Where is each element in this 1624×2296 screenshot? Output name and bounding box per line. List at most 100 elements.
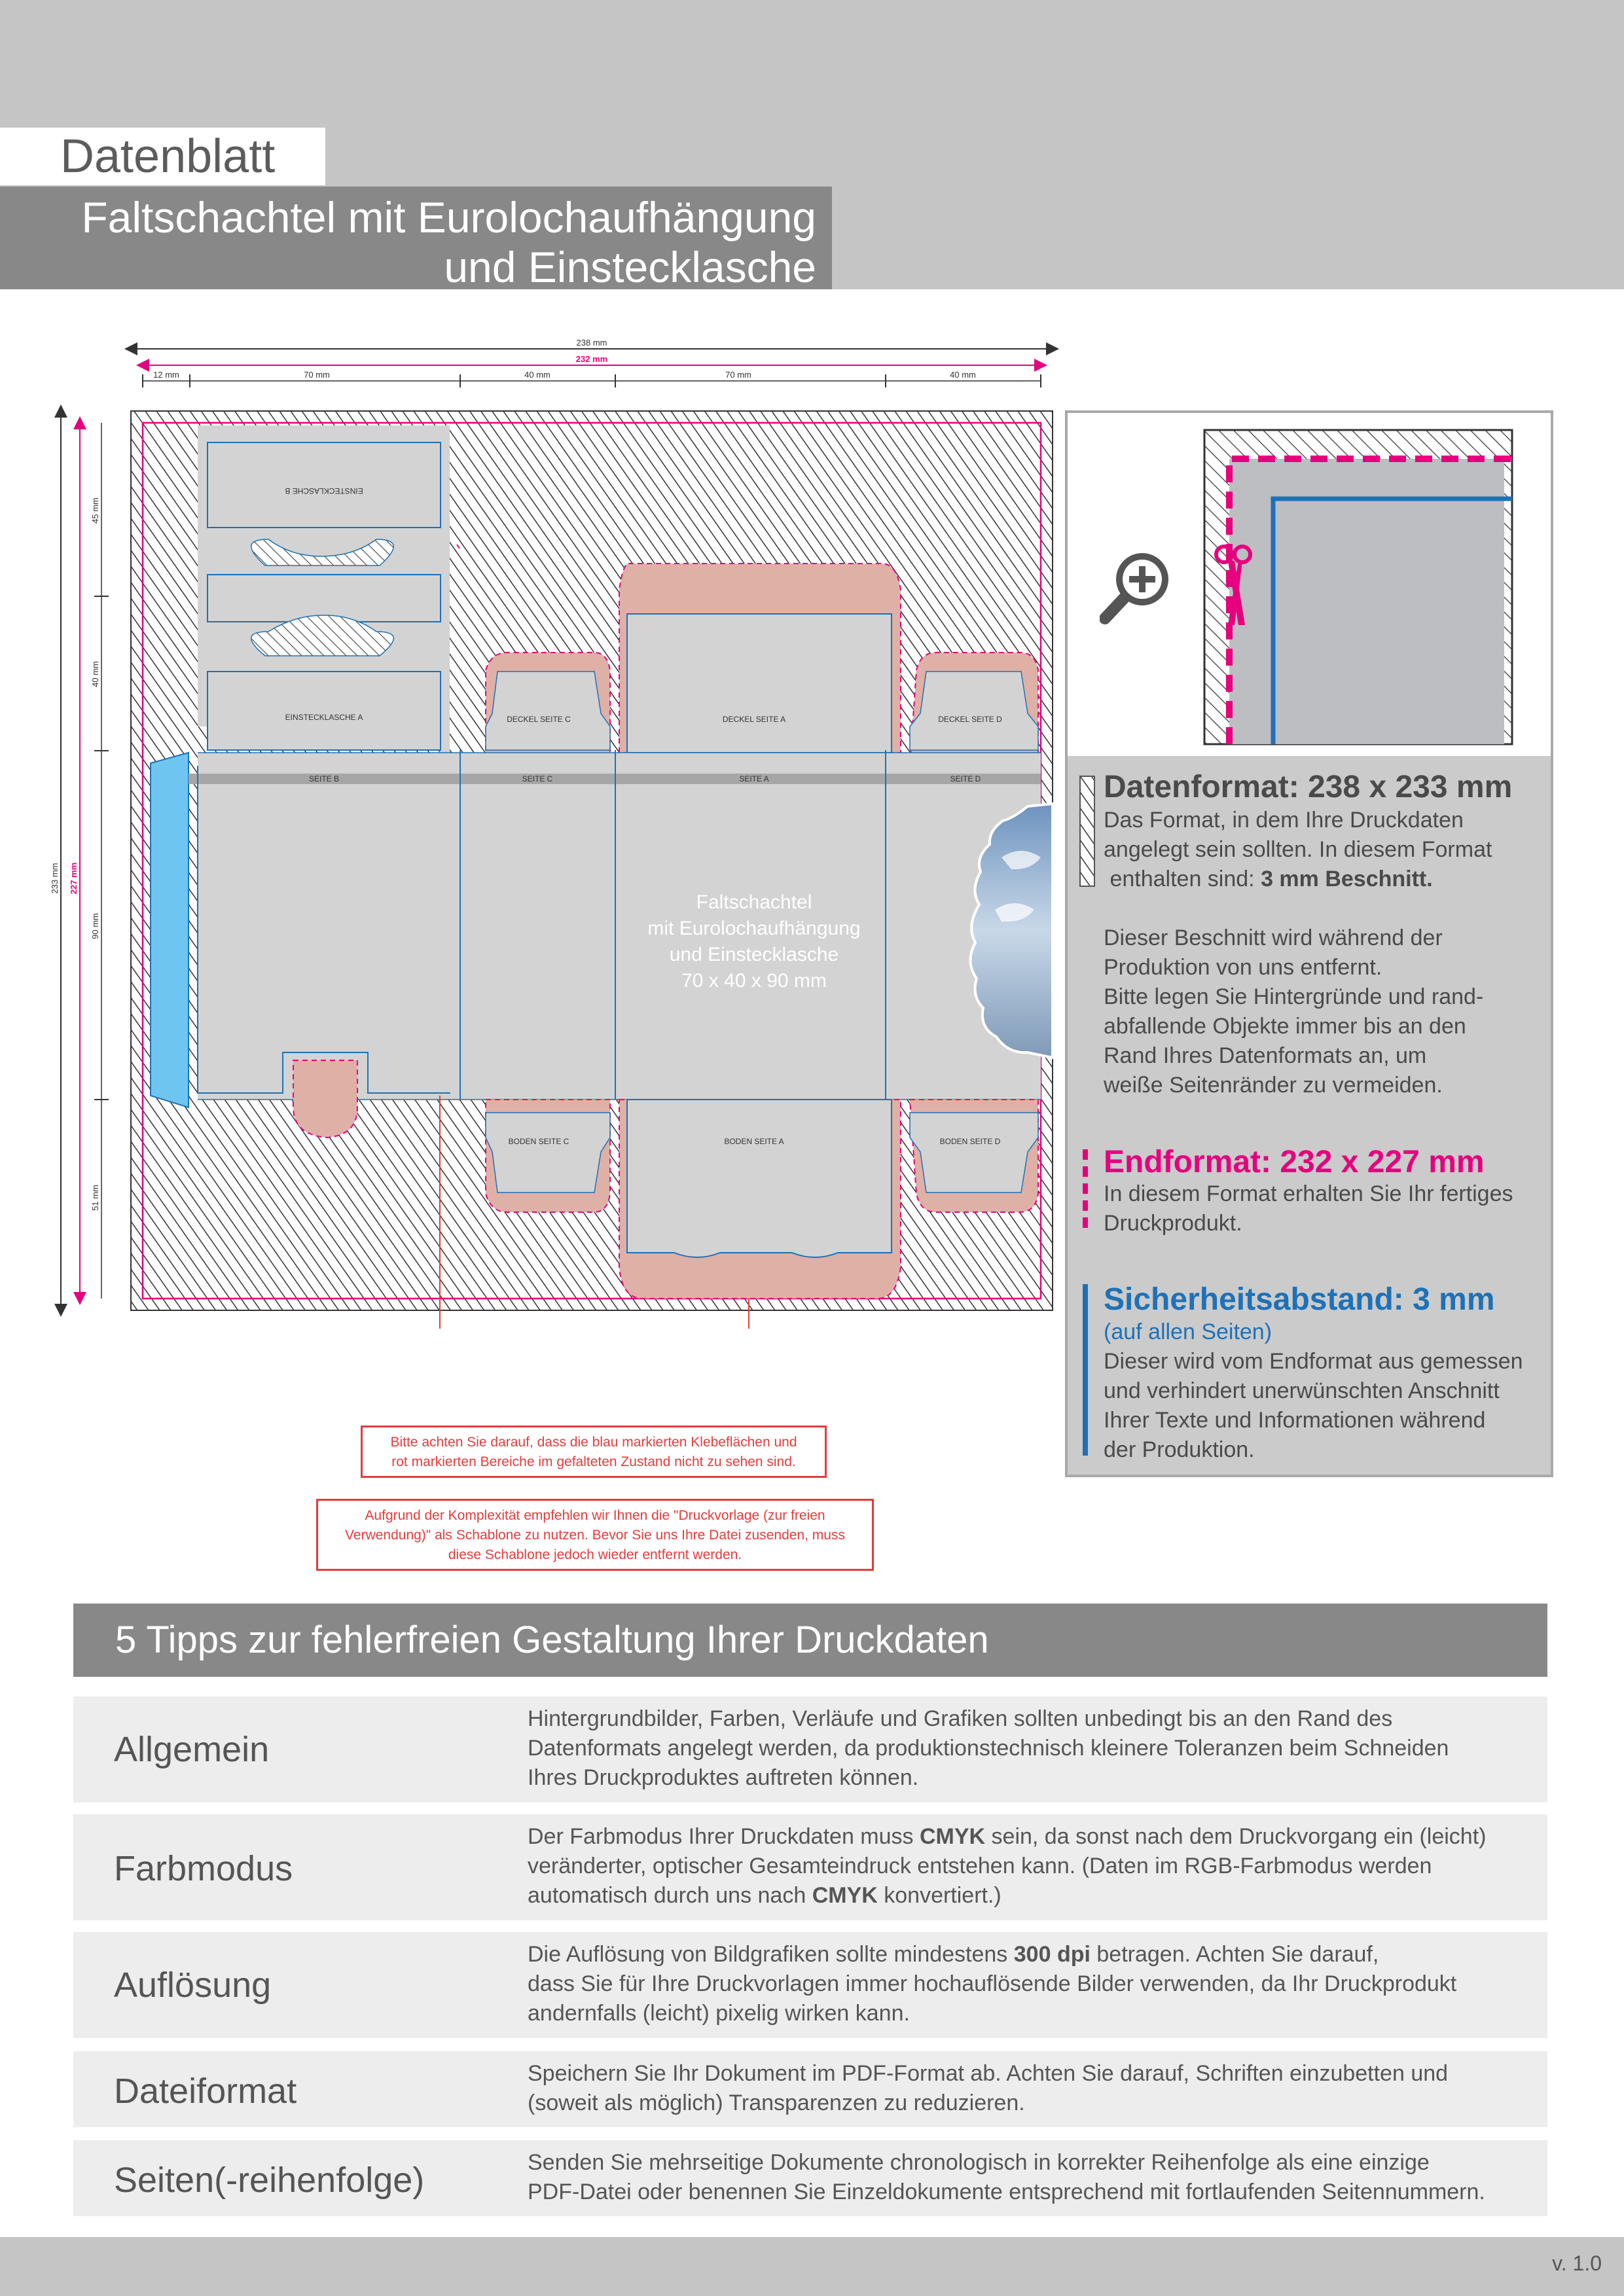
tip-allgemein-label: Allgemein bbox=[114, 1730, 270, 1769]
tip-farbmodus-line-3a: automatisch durch uns nach bbox=[528, 1883, 812, 1908]
panel-deckel-a: DECKEL SEITE A bbox=[723, 715, 785, 724]
tip-allgemein-line-1: Hintergrundbilder, Farben, Verläufe und … bbox=[528, 1706, 1393, 1731]
tip-dateiformat-label: Dateiformat bbox=[114, 2072, 297, 2111]
dim-12-label: 12 mm bbox=[153, 370, 179, 380]
tip-seiten-line-1: Senden Sie mehrseitige Dokumente chronol… bbox=[528, 2150, 1430, 2175]
tip-farbmodus-line-1c: sein, da sonst nach dem Druckvorgang ein… bbox=[985, 1824, 1487, 1849]
endformat-marker bbox=[1083, 1149, 1088, 1230]
dim-70a-label: 70 mm bbox=[304, 370, 330, 380]
dim-70b-label: 70 mm bbox=[725, 370, 751, 380]
tip-aufloesung-line-1a: Die Auflösung von Bildgrafiken sollte mi… bbox=[528, 1942, 1014, 1967]
panel-boden-d: BODEN SEITE D bbox=[940, 1137, 1001, 1146]
glue-flap bbox=[150, 751, 189, 1109]
datenformat-line-3a: enthalten sind: bbox=[1104, 867, 1261, 891]
dim-total-width-label: 238 mm bbox=[577, 338, 607, 348]
tip-aufloesung: Auflösung Die Auflösung von Bildgrafiken… bbox=[73, 1932, 1547, 2038]
tip-farbmodus-line-3: automatisch durch uns nach CMYK konverti… bbox=[528, 1881, 1536, 1910]
tip-aufloesung-line-1: Die Auflösung von Bildgrafiken sollte mi… bbox=[528, 1940, 1536, 1969]
panel-einstecklasche-b: EINSTECKLASCHE B bbox=[285, 486, 363, 495]
version-label: v. 1.0 bbox=[1552, 2251, 1602, 2275]
tip-allgemein-text: Hintergrundbilder, Farben, Verläufe und … bbox=[528, 1704, 1536, 1793]
beschnitt-line-5: Rand Ihres Datenformats an, um bbox=[1104, 1043, 1427, 1068]
beschnitt-line-4: abfallende Objekte immer bis an den bbox=[1104, 1014, 1466, 1039]
beschnitt-line-2: Produktion von uns entfernt. bbox=[1104, 955, 1382, 980]
scissors-icon bbox=[1214, 545, 1252, 625]
tip-aufloesung-dpi: 300 dpi bbox=[1013, 1942, 1091, 1967]
tip-aufloesung-line-2: dass Sie für Ihre Druckvorlagen immer ho… bbox=[528, 1971, 1457, 1996]
datenformat-beschnitt: 3 mm Beschnitt. bbox=[1261, 867, 1433, 891]
tip-farbmodus-label: Farbmodus bbox=[114, 1849, 293, 1888]
zoom-icon bbox=[1100, 553, 1168, 624]
footer-band bbox=[0, 2237, 1624, 2296]
tip-seiten-text: Senden Sie mehrseitige Dokumente chronol… bbox=[528, 2148, 1536, 2207]
tip-aufloesung-line-3: andernfalls (leicht) pixelig wirken kann… bbox=[528, 2001, 910, 2026]
sicherheit-line-4: der Produktion. bbox=[1104, 1437, 1255, 1462]
center-label-3: und Einstecklasche bbox=[670, 944, 839, 965]
tip-aufloesung-text: Die Auflösung von Bildgrafiken sollte mi… bbox=[528, 1940, 1536, 2028]
tip-farbmodus: Farbmodus Der Farbmodus Ihrer Druckdaten… bbox=[73, 1814, 1547, 1920]
endformat-line-2: Druckprodukt. bbox=[1104, 1211, 1242, 1236]
endformat-line-1: In diesem Format erhalten Sie Ihr fertig… bbox=[1104, 1181, 1513, 1206]
datenformat-line-3: enthalten sind: 3 mm Beschnitt. bbox=[1104, 865, 1492, 894]
tip-farbmodus-cmyk-2: CMYK bbox=[812, 1883, 878, 1908]
corner-zoom-illustration bbox=[1100, 429, 1513, 745]
panel-boden-c: BODEN SEITE C bbox=[509, 1137, 569, 1146]
center-label-2: mit Eurolochaufhängung bbox=[647, 918, 860, 939]
datenformat-title: Datenformat: 238 x 233 mm bbox=[1104, 770, 1513, 804]
panel-seite-d: SEITE D bbox=[950, 774, 981, 783]
info-lower bbox=[1068, 756, 1551, 1475]
panel-boden-a: BODEN SEITE A bbox=[724, 1137, 784, 1146]
tip-farbmodus-line-1a: Der Farbmodus Ihrer Druckdaten muss bbox=[528, 1824, 920, 1849]
endformat-text: In diesem Format erhalten Sie Ihr fertig… bbox=[1104, 1179, 1513, 1238]
panel-seite-c: SEITE C bbox=[522, 774, 553, 783]
note2-line3: diese Schablone jedoch wieder entfernt w… bbox=[448, 1547, 742, 1562]
tip-allgemein-line-2: Datenformats angelegt werden, da produkt… bbox=[528, 1736, 1449, 1761]
sicherheit-title: Sicherheitsabstand: 3 mm bbox=[1104, 1282, 1495, 1317]
tip-farbmodus-line-1: Der Farbmodus Ihrer Druckdaten muss CMYK… bbox=[528, 1822, 1536, 1852]
tip-farbmodus-line-2: veränderter, optischer Gesamteindruck en… bbox=[528, 1854, 1432, 1878]
tip-farbmodus-cmyk-1: CMYK bbox=[919, 1824, 986, 1849]
sicherheit-line-3: Ihrer Texte und Informationen während bbox=[1104, 1408, 1486, 1433]
tip-dateiformat-text: Speichern Sie Ihr Dokument im PDF-Format… bbox=[528, 2059, 1536, 2118]
center-label-4: 70 x 40 x 90 mm bbox=[681, 970, 827, 992]
note-klebeflaechen: Bitte achten Sie darauf, dass die blau m… bbox=[361, 1426, 827, 1478]
tip-dateiformat-line-1: Speichern Sie Ihr Dokument im PDF-Format… bbox=[528, 2061, 1449, 2086]
tip-seiten: Seiten(-reihenfolge) Senden Sie mehrseit… bbox=[73, 2140, 1547, 2216]
center-label-1: Faltschachtel bbox=[696, 891, 812, 913]
panel-einstecklasche-a: EINSTECKLASCHE A bbox=[285, 713, 363, 722]
panel-seite-b: SEITE B bbox=[309, 774, 339, 783]
dieline-drawing: 238 mm 232 mm 12 mm 70 mm 40 mm 70 mm 40… bbox=[50, 338, 1059, 1329]
flap-small-b bbox=[293, 1060, 358, 1139]
datenformat-line-1: Das Format, in dem Ihre Druckdaten bbox=[1104, 808, 1464, 833]
panel-seite-a: SEITE A bbox=[739, 774, 768, 783]
datenformat-line-2: angelegt sein sollten. In diesem Format bbox=[1104, 837, 1492, 862]
tips-header: 5 Tipps zur fehlerfreien Gestaltung Ihre… bbox=[73, 1604, 1547, 1677]
dim-end-width-label: 232 mm bbox=[576, 354, 607, 364]
dim-51-label: 51 mm bbox=[90, 1185, 100, 1211]
sicherheit-line-2: und verhindert unerwünschten Anschnitt bbox=[1104, 1378, 1500, 1403]
panel-deckel-c: DECKEL SEITE C bbox=[507, 715, 571, 724]
tip-aufloesung-line-1c: betragen. Achten Sie darauf, bbox=[1090, 1942, 1379, 1967]
tip-allgemein: Allgemein Hintergrundbilder, Farben, Ver… bbox=[73, 1696, 1547, 1803]
subtitle-line-1: Faltschachtel mit Eurolochaufhängung bbox=[81, 193, 816, 242]
note2-line2: Verwendung)" als Schablone zu nutzen. Be… bbox=[345, 1528, 845, 1543]
note1-line1: Bitte achten Sie darauf, dass die blau m… bbox=[390, 1435, 797, 1450]
sicherheit-line-1: Dieser wird vom Endformat aus gemessen bbox=[1104, 1349, 1523, 1374]
dim-45-label: 45 mm bbox=[90, 497, 100, 524]
tip-allgemein-line-3: Ihres Druckproduktes auftreten können. bbox=[528, 1765, 919, 1790]
beschnitt-line-6: weiße Seitenränder zu vermeiden. bbox=[1104, 1073, 1443, 1098]
datenformat-text: Das Format, in dem Ihre Druckdaten angel… bbox=[1104, 806, 1492, 894]
beschnitt-line-1: Dieser Beschnitt wird während der bbox=[1104, 925, 1443, 950]
beschnitt-line-3: Bitte legen Sie Hintergründe und rand- bbox=[1104, 984, 1484, 1009]
tip-aufloesung-label: Auflösung bbox=[114, 1965, 272, 2005]
title-box bbox=[0, 128, 325, 185]
subtitle-box bbox=[0, 187, 832, 289]
tip-seiten-label: Seiten(-reihenfolge) bbox=[114, 2161, 425, 2200]
sicherheit-text: Dieser wird vom Endformat aus gemessen u… bbox=[1104, 1347, 1523, 1465]
tip-dateiformat-line-2: (soweit als möglich) Transparenzen zu re… bbox=[528, 2090, 1025, 2115]
panel-deckel-d: DECKEL SEITE D bbox=[938, 715, 1002, 724]
tip-farbmodus-text: Der Farbmodus Ihrer Druckdaten muss CMYK… bbox=[528, 1822, 1536, 1910]
subtitle-line-2: und Einstecklasche bbox=[444, 243, 816, 291]
note1-line2: rot markierten Bereiche im gefalteten Zu… bbox=[391, 1454, 796, 1469]
page-title: Datenblatt bbox=[60, 130, 276, 183]
